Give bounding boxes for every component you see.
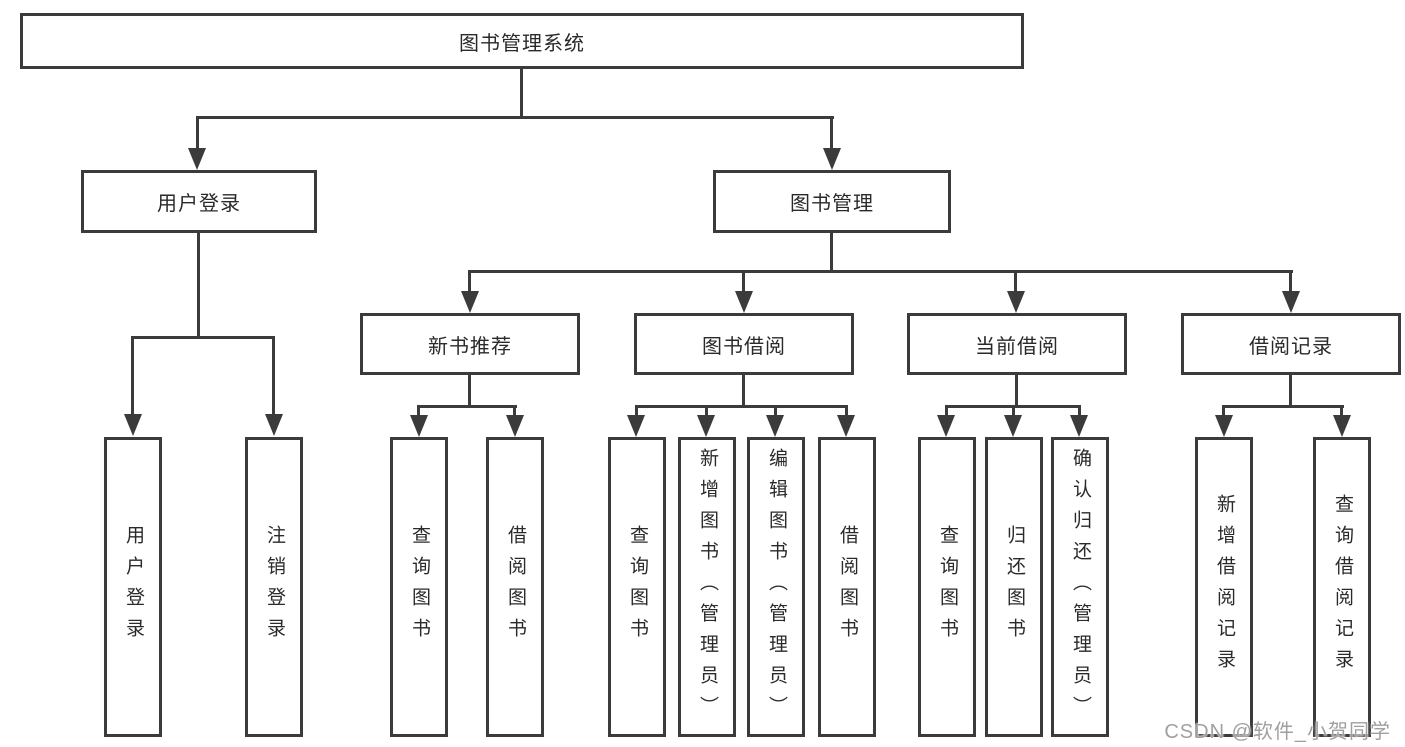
- connector-line: [468, 270, 471, 293]
- connector-line: [1222, 405, 1225, 417]
- node-book-borrowing: 图书借阅: [634, 313, 854, 375]
- node-new-book-recommend-label: 新书推荐: [428, 335, 512, 358]
- leaf-current-query-books-label: 查询图书: [936, 525, 958, 649]
- leaf-edit-books-admin-label: 编辑图书（管理员）: [765, 447, 787, 727]
- connector-line: [1340, 405, 1343, 417]
- connector-line: [635, 405, 638, 417]
- arrowhead-icon: [937, 415, 955, 437]
- connector-line: [830, 233, 833, 272]
- arrowhead-icon: [1007, 291, 1025, 313]
- connector-line: [131, 336, 134, 416]
- node-new-book-recommend: 新书推荐: [360, 313, 580, 375]
- arrowhead-icon: [766, 415, 784, 437]
- leaf-borrowing-query-books-label: 查询图书: [626, 525, 648, 649]
- leaf-add-borrow-record-label: 新增借阅记录: [1213, 494, 1235, 680]
- leaf-query-borrow-record: 查询借阅记录: [1313, 437, 1371, 737]
- connector-line: [742, 270, 745, 293]
- connector-line: [196, 116, 199, 150]
- node-root-label: 图书管理系统: [459, 32, 585, 55]
- connector-line: [131, 336, 275, 339]
- leaf-confirm-return-admin-label: 确认归还（管理员）: [1069, 447, 1091, 727]
- arrowhead-icon: [461, 291, 479, 313]
- arrowhead-icon: [1333, 415, 1351, 437]
- csdn-watermark: CSDN @软件_小贺同学: [1164, 721, 1391, 743]
- arrowhead-icon: [1215, 415, 1233, 437]
- leaf-add-books-admin: 新增图书（管理员）: [678, 437, 736, 737]
- arrowhead-icon: [1004, 415, 1022, 437]
- connector-line: [845, 405, 848, 417]
- connector-line: [197, 233, 200, 338]
- connector-line: [1289, 270, 1292, 293]
- node-borrowing-records: 借阅记录: [1181, 313, 1401, 375]
- leaf-user-login: 用户登录: [104, 437, 162, 737]
- connector-line: [635, 405, 848, 408]
- connector-line: [742, 375, 745, 408]
- connector-line: [1014, 270, 1017, 293]
- connector-line: [272, 336, 275, 416]
- node-borrowing-records-label: 借阅记录: [1249, 335, 1333, 358]
- arrowhead-icon: [188, 148, 206, 170]
- leaf-borrow-books-label: 借阅图书: [836, 525, 858, 649]
- node-user-login-label: 用户登录: [157, 193, 241, 215]
- connector-line: [1289, 375, 1292, 408]
- node-current-borrowing-label: 当前借阅: [975, 335, 1059, 358]
- connector-line: [774, 405, 777, 417]
- arrowhead-icon: [410, 415, 428, 437]
- leaf-logout-label: 注销登录: [263, 525, 285, 649]
- leaf-add-books-admin-label: 新增图书（管理员）: [696, 447, 718, 727]
- leaf-borrowing-query-books: 查询图书: [608, 437, 666, 737]
- node-current-borrowing: 当前借阅: [907, 313, 1127, 375]
- leaf-edit-books-admin: 编辑图书（管理员）: [747, 437, 805, 737]
- node-book-management-label: 图书管理: [790, 193, 874, 215]
- leaf-current-query-books: 查询图书: [918, 437, 976, 737]
- node-book-borrowing-label: 图书借阅: [702, 335, 786, 358]
- leaf-recommend-borrow-books-label: 借阅图书: [504, 525, 526, 649]
- leaf-add-borrow-record: 新增借阅记录: [1195, 437, 1253, 737]
- leaf-confirm-return-admin: 确认归还（管理员）: [1051, 437, 1109, 737]
- arrowhead-icon: [735, 291, 753, 313]
- connector-line: [705, 405, 708, 417]
- connector-line: [468, 270, 1293, 273]
- connector-line: [513, 405, 516, 417]
- leaf-return-books-label: 归还图书: [1003, 525, 1025, 649]
- connector-line: [520, 69, 523, 118]
- connector-line: [417, 405, 420, 417]
- arrowhead-icon: [627, 415, 645, 437]
- leaf-recommend-borrow-books: 借阅图书: [486, 437, 544, 737]
- connector-line: [196, 116, 834, 119]
- connector-line: [1078, 405, 1081, 417]
- leaf-recommend-query-books-label: 查询图书: [408, 525, 430, 649]
- arrowhead-icon: [265, 414, 283, 436]
- leaf-user-login-label: 用户登录: [122, 525, 144, 649]
- connector-line: [468, 375, 471, 408]
- connector-line: [417, 405, 517, 408]
- node-root: 图书管理系统: [20, 13, 1024, 69]
- arrowhead-icon: [124, 414, 142, 436]
- connector-line: [1222, 405, 1344, 408]
- arrowhead-icon: [1282, 291, 1300, 313]
- arrowhead-icon: [506, 415, 524, 437]
- leaf-logout: 注销登录: [245, 437, 303, 737]
- node-book-management: 图书管理: [713, 170, 951, 233]
- leaf-query-borrow-record-label: 查询借阅记录: [1331, 494, 1353, 680]
- connector-line: [830, 116, 833, 150]
- connector-line: [1015, 375, 1018, 408]
- leaf-recommend-query-books: 查询图书: [390, 437, 448, 737]
- arrowhead-icon: [823, 148, 841, 170]
- node-user-login: 用户登录: [81, 170, 317, 233]
- arrowhead-icon: [697, 415, 715, 437]
- connector-line: [945, 405, 948, 417]
- arrowhead-icon: [837, 415, 855, 437]
- leaf-borrow-books: 借阅图书: [818, 437, 876, 737]
- leaf-return-books: 归还图书: [985, 437, 1043, 737]
- arrowhead-icon: [1070, 415, 1088, 437]
- connector-line: [1012, 405, 1015, 417]
